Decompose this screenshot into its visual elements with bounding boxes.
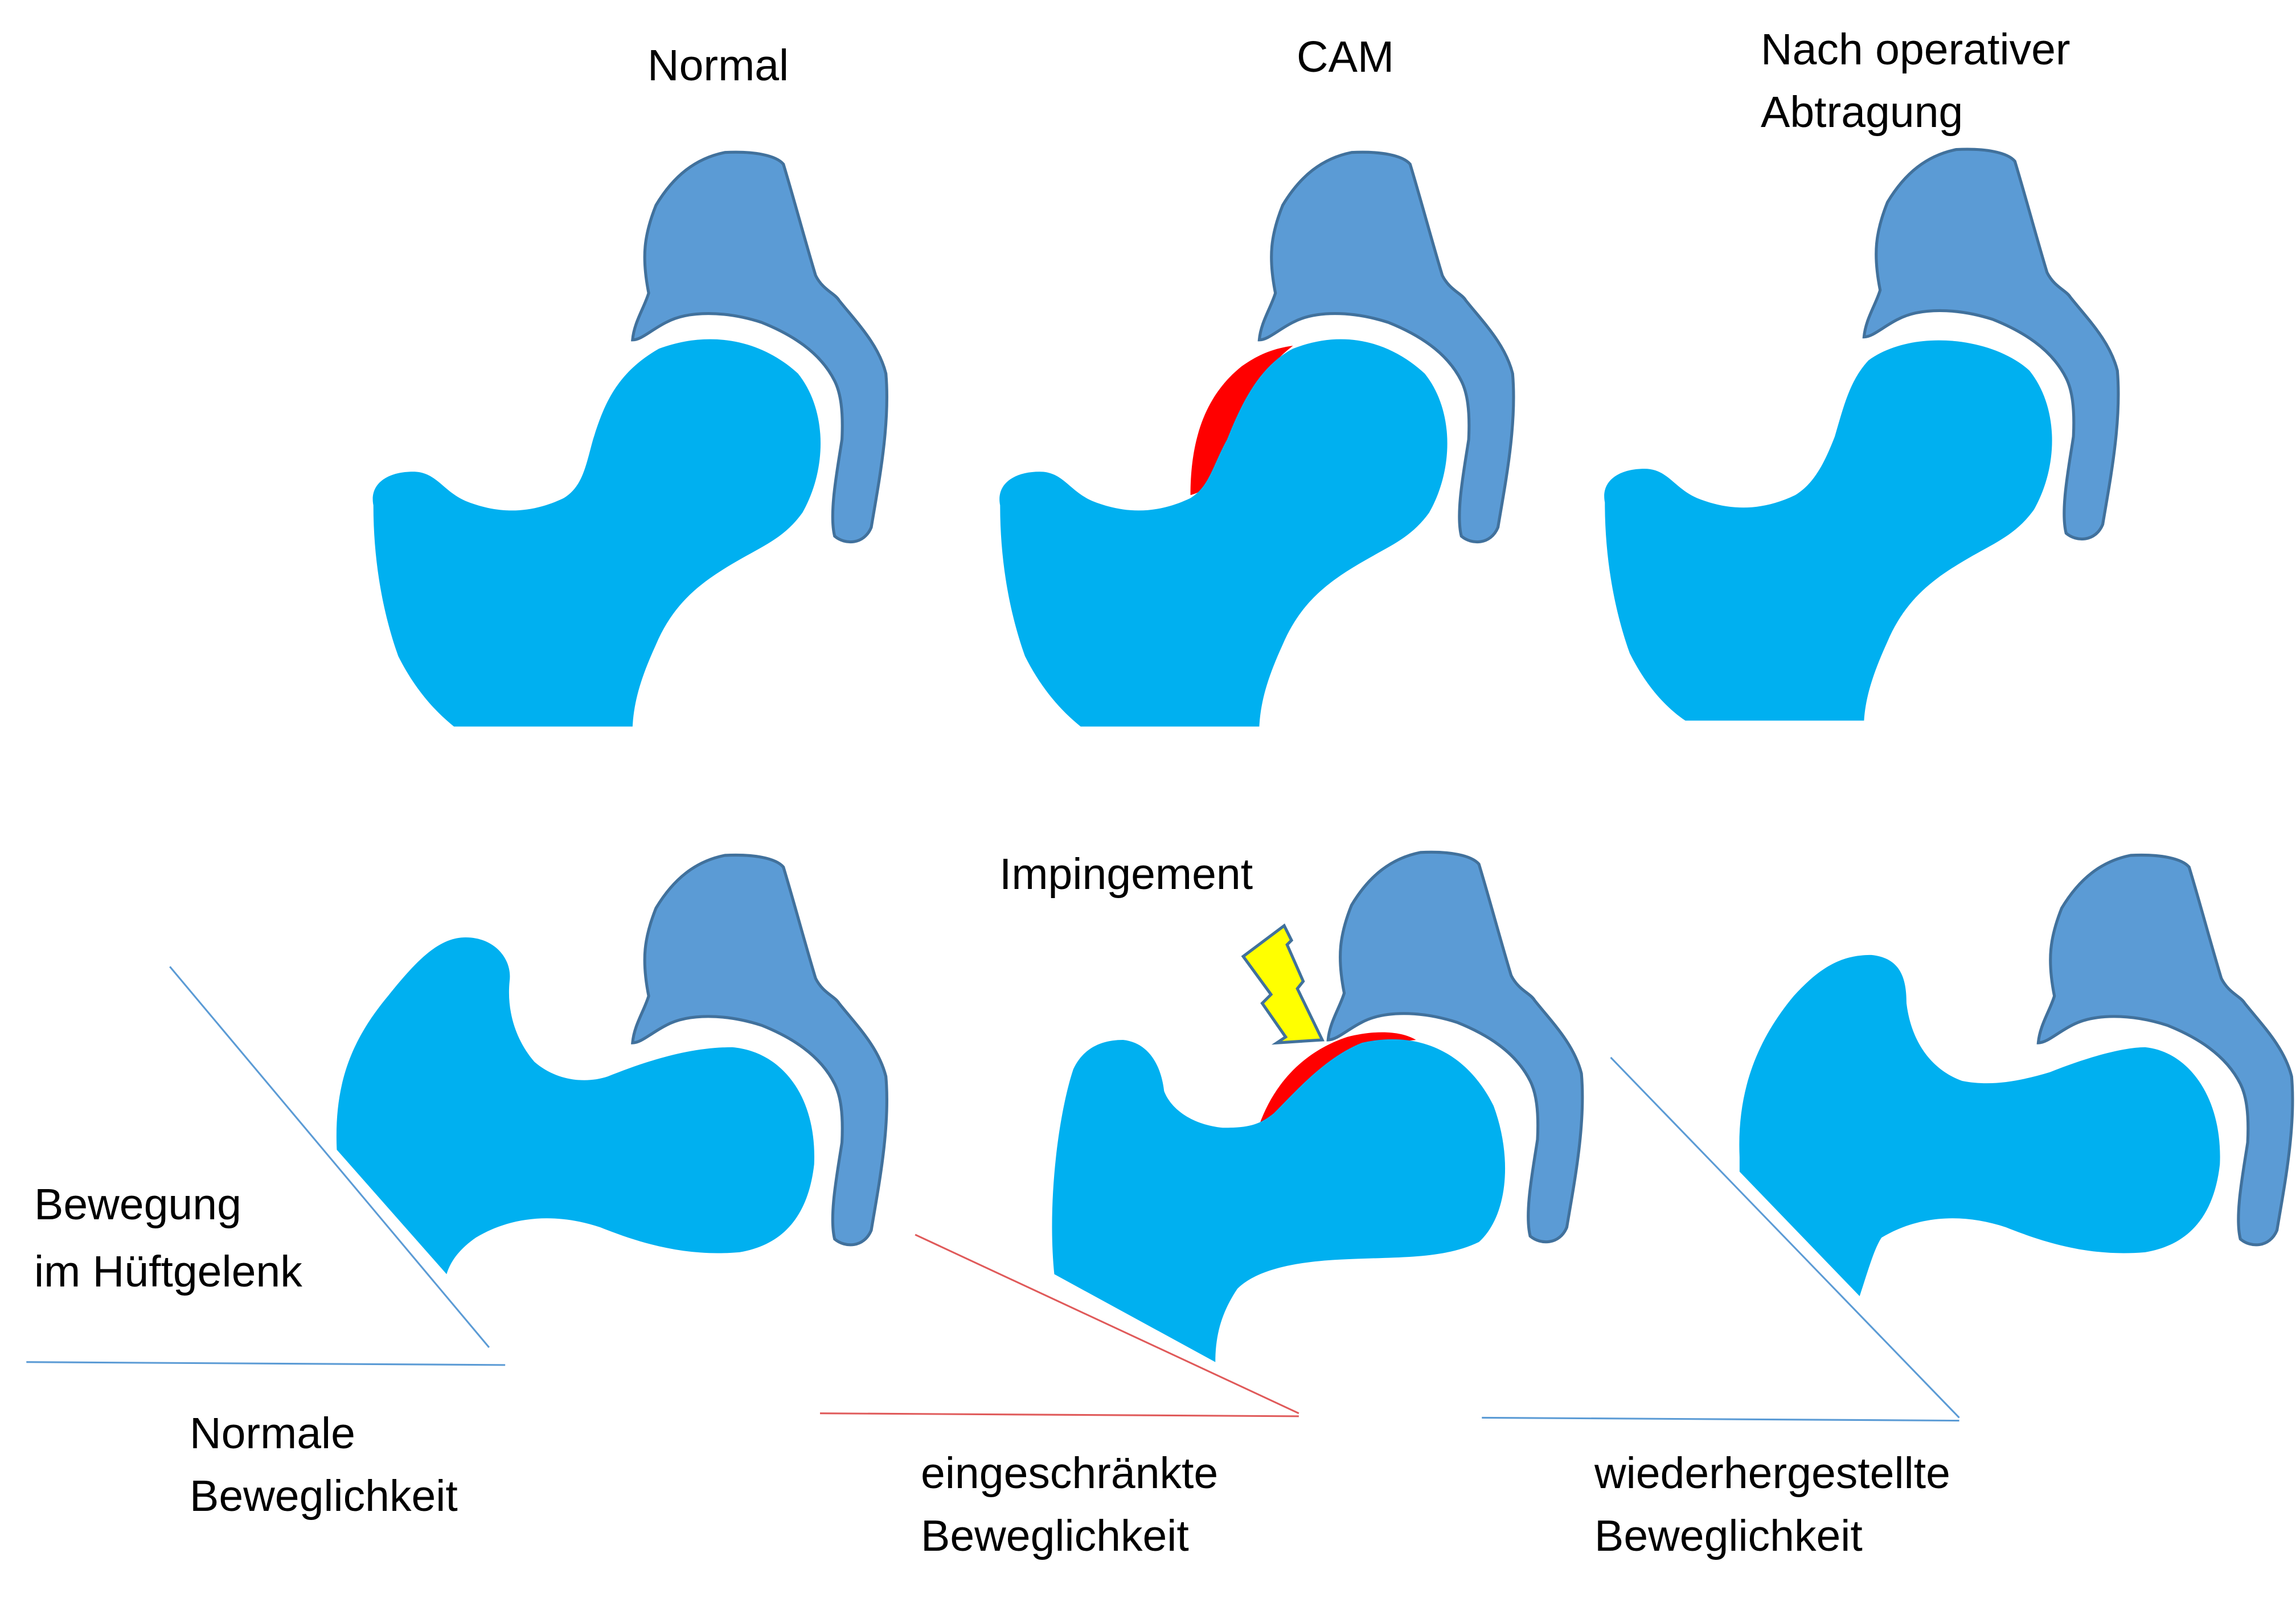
caption-restored-line2: Beweglichkeit — [1594, 1511, 1863, 1560]
reference-axis-line — [819, 1412, 1299, 1417]
cam-hip-top — [999, 152, 1514, 727]
movement-label-line1: Bewegung — [34, 1180, 241, 1229]
reference-axis-line — [26, 1361, 506, 1366]
normal-hip-flexed — [26, 855, 887, 1366]
femur-postop — [1604, 340, 2052, 721]
femur-cam-flexed — [1052, 1039, 1506, 1362]
movement-axis-line — [169, 966, 490, 1348]
impingement-bolt-icon — [1241, 923, 1325, 1045]
postop-hip-flexed — [1482, 855, 2293, 1422]
movement-label-line2: im Hüftgelenk — [34, 1247, 302, 1296]
caption-normal-line2: Beweglichkeit — [190, 1472, 458, 1521]
normal-hip-top — [372, 152, 887, 727]
femur-normal-flexed — [336, 937, 815, 1275]
reference-axis-line — [1482, 1416, 1959, 1422]
title-postop-line2: Abtragung — [1761, 88, 1963, 137]
femur-normal — [372, 339, 821, 727]
femur-postop-flexed — [1739, 954, 2220, 1296]
postop-hip-top — [1604, 149, 2118, 721]
cam-hip-flexed — [819, 852, 1582, 1417]
title-cam: CAM — [1297, 32, 1395, 81]
title-normal: Normal — [647, 41, 789, 90]
femur-cam — [999, 339, 1448, 727]
title-postop-line1: Nach operativer — [1761, 25, 2070, 74]
cam-lesion — [1190, 346, 1293, 495]
impingement-label: Impingement — [999, 850, 1253, 899]
movement-axis-line — [1610, 1056, 1960, 1419]
caption-restricted-line2: Beweglichkeit — [921, 1511, 1189, 1560]
caption-restricted-line1: eingeschränkte — [921, 1449, 1219, 1498]
movement-axis-line — [915, 1234, 1299, 1415]
caption-normal-line1: Normale — [190, 1409, 355, 1458]
caption-restored-line1: wiederhergestellte — [1594, 1449, 1950, 1498]
